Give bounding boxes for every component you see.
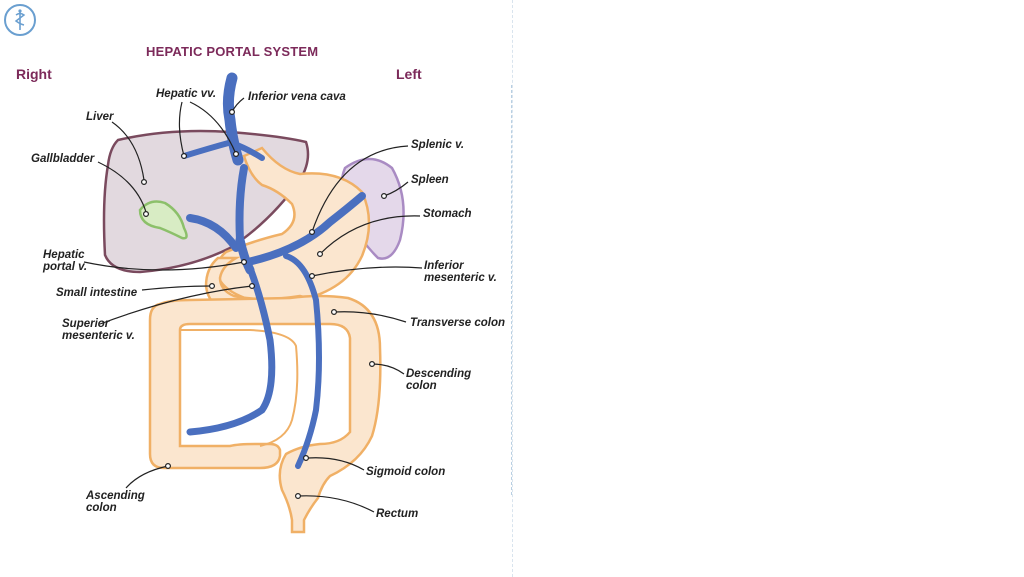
label-ascending-colon-line2: colon: [86, 502, 117, 514]
label-splenic-v: Splenic v.: [411, 139, 465, 151]
label-hepatic-vv: Hepatic vv.: [156, 88, 217, 100]
label-ascending-colon-line1: Ascending: [86, 490, 145, 502]
leader-gallbladder: [97, 161, 147, 213]
label-gallbladder: Gallbladder: [31, 153, 95, 165]
side-label-left: Left: [396, 66, 422, 82]
label-liver: Liver: [86, 111, 114, 123]
label-inferior-vena-cava: Inferior vena cava: [248, 91, 346, 103]
label-inferior-mesenteric-v: Inferior mesenteric v.: [424, 260, 497, 284]
leader-hepatic-vv: [178, 101, 185, 157]
portal-vein-branch-vessel: [186, 214, 240, 252]
gallbladder-shape: [138, 200, 188, 240]
leader-splenic: [311, 145, 409, 233]
label-spleen: Spleen: [411, 174, 449, 186]
label-inferior-mesenteric-v-line2: mesenteric v.: [424, 272, 497, 284]
caduceus-logo-icon: [4, 4, 36, 36]
hepatic-vein-right-vessel: [231, 141, 265, 161]
center-divider-accent: [511, 85, 512, 495]
colon-inner-edge: [180, 329, 299, 447]
leader-small-intestine: [141, 285, 211, 291]
label-stomach: Stomach: [423, 208, 472, 220]
label-descending-colon: Descending colon: [406, 368, 471, 392]
hepatic-vein-left-vessel: [181, 139, 235, 159]
label-descending-colon-line2: colon: [406, 380, 437, 392]
portal-vein-left-branch-vessel: [235, 164, 248, 244]
label-hepatic-portal-v-line2: portal v.: [43, 261, 88, 273]
leader-transverse-colon: [333, 311, 407, 323]
label-superior-mesenteric-v-line1: Superior: [62, 318, 110, 330]
leader-stomach: [319, 215, 421, 255]
label-descending-colon-line1: Descending: [406, 368, 472, 380]
leader-rings: [141, 108, 388, 500]
leader-liver: [111, 121, 145, 181]
caduceus-glyph-icon: [14, 9, 26, 30]
leader-inferior-mesenteric: [311, 266, 423, 277]
superior-mesenteric-vein-vessel: [186, 264, 276, 436]
label-rectum: Rectum: [376, 508, 419, 520]
label-inferior-mesenteric-v-line1: Inferior: [424, 260, 464, 272]
inferior-vena-cava-vessel: [222, 72, 244, 166]
portal-veins: [181, 72, 366, 469]
colon-shape: [148, 294, 382, 534]
label-superior-mesenteric-v-line2: mesenteric v.: [62, 330, 135, 342]
leader-superior-mesenteric: [99, 285, 253, 325]
leader-sigmoid-colon: [307, 457, 365, 471]
side-label-right: Right: [16, 66, 52, 82]
leader-hepatic-vv-2: [189, 101, 237, 155]
center-divider: [512, 0, 513, 577]
leader-hepatic-portal: [83, 261, 245, 271]
label-ascending-colon: Ascending colon: [86, 490, 145, 514]
label-sigmoid-colon: Sigmoid colon: [366, 466, 446, 478]
label-small-intestine: Small intestine: [56, 287, 138, 299]
diagram-title: HEPATIC PORTAL SYSTEM: [146, 44, 319, 59]
label-hepatic-portal-v-line1: Hepatic: [43, 249, 85, 261]
splenic-vein-vessel: [244, 192, 366, 266]
leader-rectum: [297, 495, 375, 513]
leader-ascending-colon: [125, 465, 169, 489]
label-transverse-colon: Transverse colon: [410, 317, 506, 329]
inferior-mesenteric-vein-vessel: [283, 253, 322, 469]
label-hepatic-portal-v: Hepatic portal v.: [43, 249, 87, 273]
label-superior-mesenteric-v: Superior mesenteric v.: [62, 318, 135, 342]
